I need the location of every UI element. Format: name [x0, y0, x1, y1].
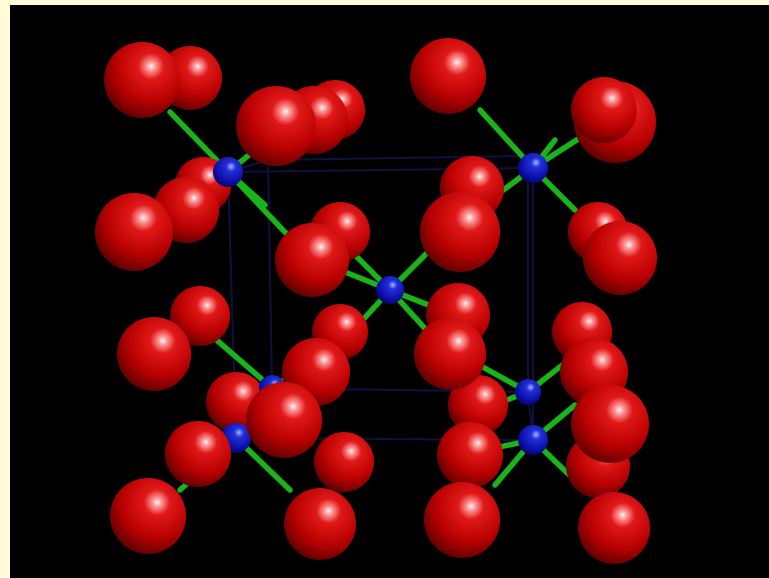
- large-atom: [275, 223, 349, 297]
- large-atom: [448, 375, 508, 435]
- top-margin-strip: [10, 0, 155, 5]
- large-atom: [110, 478, 186, 554]
- large-atom: [236, 86, 316, 166]
- large-atom: [117, 317, 191, 391]
- large-atom: [165, 421, 231, 487]
- large-atom: [437, 422, 503, 488]
- small-atom: [515, 379, 541, 405]
- large-atom: [424, 482, 500, 558]
- large-atom: [410, 38, 486, 114]
- large-atom: [170, 286, 230, 346]
- small-atom: [518, 425, 548, 455]
- large-atom: [571, 385, 649, 463]
- small-atom: [213, 157, 243, 187]
- large-atom: [314, 432, 374, 492]
- cell-edge: [267, 155, 529, 161]
- large-atom: [571, 77, 637, 143]
- large-atom: [246, 382, 322, 458]
- cell-edge: [267, 159, 273, 389]
- large-atom: [284, 488, 356, 560]
- small-atom: [518, 153, 548, 183]
- small-atom: [376, 276, 404, 304]
- large-atom: [104, 42, 180, 118]
- large-atom: [578, 492, 650, 564]
- crystal-structure-render: [95, 38, 657, 564]
- large-atom: [420, 192, 500, 272]
- large-atom: [583, 221, 657, 295]
- large-atom: [95, 193, 173, 271]
- molecule-viewer[interactable]: [10, 5, 769, 578]
- atoms-front-layer: [95, 38, 657, 564]
- large-atom: [414, 318, 486, 390]
